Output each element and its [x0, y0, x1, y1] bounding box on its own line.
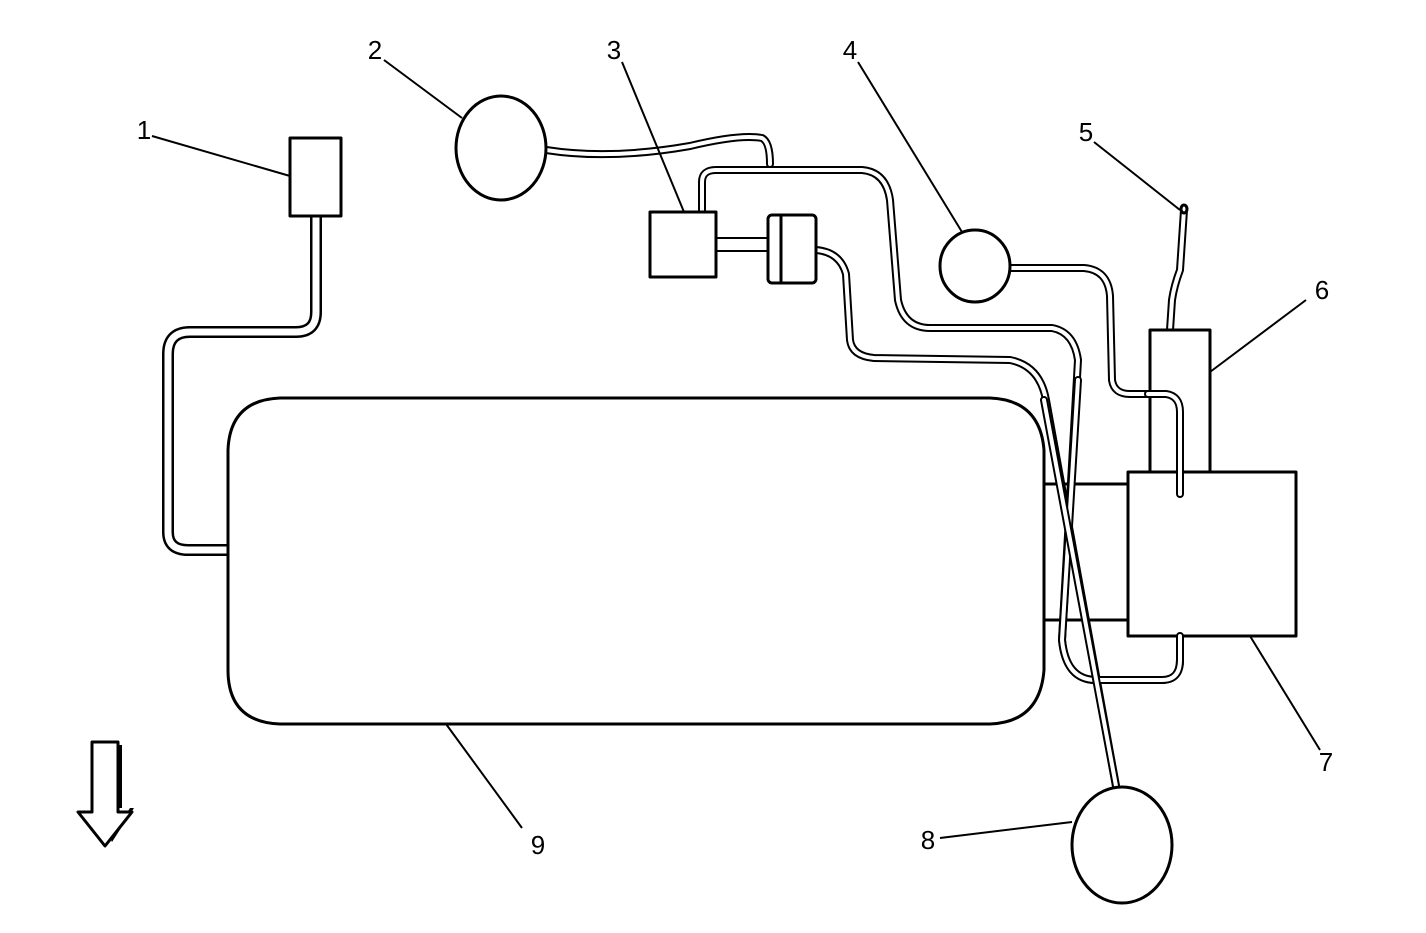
arrow-down-icon — [76, 740, 134, 848]
tube-component5 — [1166, 206, 1188, 334]
tank-neck — [1042, 482, 1132, 622]
component-2-circle — [454, 94, 548, 202]
component-7-canister — [1126, 470, 1298, 638]
callout-7: 7 — [1319, 747, 1333, 777]
callout-9: 9 — [531, 830, 545, 860]
callout-1: 1 — [137, 115, 151, 145]
component-9-fuel-tank — [226, 396, 1046, 726]
callout-2: 2 — [368, 35, 382, 65]
connector-component3-filter — [714, 237, 770, 252]
callout-5: 5 — [1079, 117, 1093, 147]
callout-6: 6 — [1315, 275, 1329, 305]
component-4-circle — [938, 228, 1012, 304]
callout-4: 4 — [843, 35, 857, 65]
callout-8: 8 — [921, 825, 935, 855]
component-3-box — [648, 210, 718, 279]
component-8-circle — [1070, 785, 1174, 905]
component-1-box — [288, 136, 343, 218]
tube-inside-component6 — [1144, 390, 1184, 498]
hose-component1-to-tank — [162, 210, 322, 556]
inline-filter — [766, 213, 818, 285]
leader-lines — [151, 59, 1321, 839]
callout-3: 3 — [607, 35, 621, 65]
tube-filter-to-component8 — [812, 246, 1120, 790]
tube-component2 — [542, 133, 774, 168]
tube-over-tank — [1040, 376, 1184, 790]
component-5-tip — [1179, 203, 1189, 215]
